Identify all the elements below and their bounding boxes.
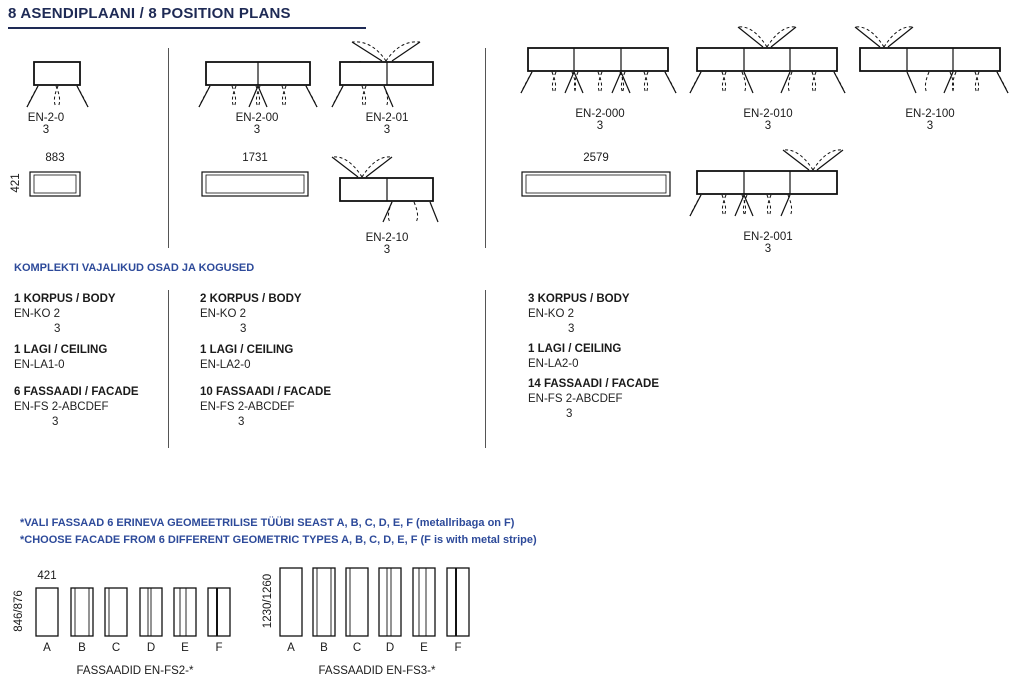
facade-fs2-width: 421 bbox=[37, 570, 57, 582]
part-heading: 1 KORPUS / BODY bbox=[14, 293, 116, 305]
parts-column-1: 1 KORPUS / BODY EN-KO 2 3 1 LAGI / CEILI… bbox=[14, 292, 164, 430]
facade-fs3-f bbox=[446, 567, 470, 637]
facade-letter: C bbox=[352, 642, 362, 654]
divider-top-2 bbox=[485, 48, 486, 248]
dim-width-1731: 1731 bbox=[242, 152, 268, 164]
part-heading: 1 LAGI / CEILING bbox=[14, 344, 108, 356]
divider-parts-2 bbox=[485, 290, 486, 448]
part-heading: 2 KORPUS / BODY bbox=[200, 293, 302, 305]
part-heading: 14 FASSAADI / FACADE bbox=[528, 378, 659, 390]
facade-fs3-caption: FASSAADID EN-FS3-* bbox=[318, 665, 436, 677]
part-code: EN-LA2-0 bbox=[528, 358, 579, 370]
part-sub: 3 bbox=[568, 323, 575, 335]
parts-column-2: 2 KORPUS / BODY EN-KO 2 3 1 LAGI / CEILI… bbox=[200, 292, 400, 430]
dim-depth-421: 421 bbox=[10, 173, 22, 193]
facade-letter: D bbox=[146, 642, 156, 654]
part-sub: 3 bbox=[240, 323, 247, 335]
facade-letter: F bbox=[215, 642, 223, 654]
facade-letter: B bbox=[78, 642, 86, 654]
facade-fs2-caption: FASSAADID EN-FS2-* bbox=[76, 665, 194, 677]
facade-letter: B bbox=[320, 642, 328, 654]
facade-fs3-b bbox=[312, 567, 336, 637]
plan-en-2-000 bbox=[520, 47, 677, 94]
facade-letter: F bbox=[454, 642, 462, 654]
facade-letter: E bbox=[181, 642, 189, 654]
part-sub: 3 bbox=[238, 416, 245, 428]
facade-fs3-height: 1230/1260 bbox=[262, 573, 274, 629]
plan-en-2-010 bbox=[689, 26, 846, 94]
facade-letter: E bbox=[420, 642, 428, 654]
facade-fs3-e bbox=[412, 567, 436, 637]
dim-width-883: 883 bbox=[45, 152, 65, 164]
facade-letter: C bbox=[111, 642, 121, 654]
note-english: *CHOOSE FACADE FROM 6 DIFFERENT GEOMETRI… bbox=[20, 534, 537, 546]
part-code: EN-FS 2-ABCDEF bbox=[14, 401, 109, 413]
part-code: EN-KO 2 bbox=[200, 308, 247, 320]
dim-width-2579: 2579 bbox=[583, 152, 609, 164]
facade-drawings bbox=[35, 567, 470, 637]
part-code: EN-KO 2 bbox=[528, 308, 575, 320]
part-code: EN-LA1-0 bbox=[14, 359, 65, 371]
part-code: EN-LA2-0 bbox=[200, 359, 251, 371]
facade-fs3-a bbox=[279, 567, 303, 637]
facade-fs2-height: 846/876 bbox=[13, 590, 25, 632]
facade-letter: A bbox=[43, 642, 51, 654]
plan-drawings bbox=[26, 26, 1009, 223]
plan-en-2-0 bbox=[26, 61, 89, 108]
divider-parts-1 bbox=[168, 290, 169, 448]
dim-box-883 bbox=[29, 171, 81, 197]
dim-box-1731 bbox=[201, 171, 309, 197]
plan-en-2-00 bbox=[198, 61, 318, 108]
plan-en-2-10 bbox=[331, 156, 439, 223]
plan-en-2-01 bbox=[331, 41, 434, 108]
plan-en-2-001 bbox=[689, 149, 844, 217]
facade-fs2-e bbox=[173, 587, 197, 637]
part-code: EN-KO 2 bbox=[14, 308, 61, 320]
facade-fs3-d bbox=[378, 567, 402, 637]
divider-top-1 bbox=[168, 48, 169, 248]
parts-column-3: 3 KORPUS / BODY EN-KO 2 3 1 LAGI / CEILI… bbox=[528, 292, 728, 422]
facade-fs2-b bbox=[70, 587, 94, 637]
part-sub: 3 bbox=[566, 408, 573, 420]
facade-fs2-f bbox=[207, 587, 231, 637]
parts-title: KOMPLEKTI VAJALIKUD OSAD JA KOGUSED bbox=[14, 262, 255, 274]
part-sub: 3 bbox=[52, 416, 59, 428]
part-code: EN-FS 2-ABCDEF bbox=[200, 401, 295, 413]
facade-fs2-c bbox=[104, 587, 128, 637]
part-heading: 1 LAGI / CEILING bbox=[200, 344, 294, 356]
facade-fs2-a bbox=[35, 587, 59, 637]
part-heading: 6 FASSAADI / FACADE bbox=[14, 386, 139, 398]
part-code: EN-FS 2-ABCDEF bbox=[528, 393, 623, 405]
facade-fs3-c bbox=[345, 567, 369, 637]
part-heading: 10 FASSAADI / FACADE bbox=[200, 386, 331, 398]
facade-letter: D bbox=[385, 642, 395, 654]
facade-fs2-d bbox=[139, 587, 163, 637]
note-estonian: *VALI FASSAAD 6 ERINEVA GEOMEETRILISE TÜ… bbox=[20, 517, 515, 529]
title-underline bbox=[8, 27, 366, 29]
part-sub: 3 bbox=[54, 323, 61, 335]
dim-box-2579 bbox=[521, 171, 671, 197]
page-title: 8 ASENDIPLAANI / 8 POSITION PLANS bbox=[8, 5, 291, 22]
facade-letter: A bbox=[287, 642, 295, 654]
part-heading: 1 LAGI / CEILING bbox=[528, 343, 622, 355]
plan-en-2-100 bbox=[854, 26, 1009, 94]
part-heading: 3 KORPUS / BODY bbox=[528, 293, 630, 305]
